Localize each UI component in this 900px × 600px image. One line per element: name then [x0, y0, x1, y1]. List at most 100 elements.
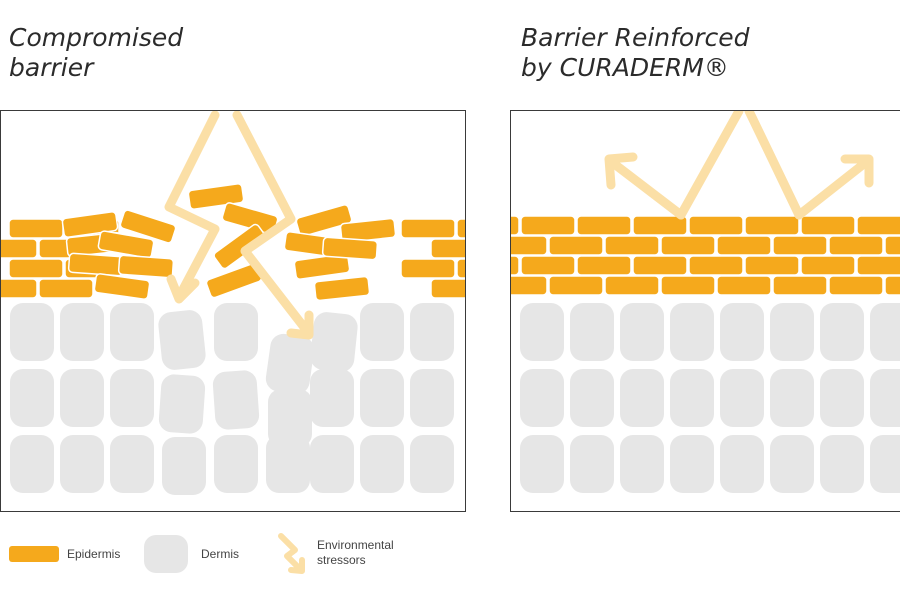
dermis-cell [265, 333, 315, 395]
epidermis-brick [856, 255, 900, 276]
epidermis-bricks [1, 183, 465, 302]
stressor-deflected-arrowhead-right [840, 154, 874, 188]
epidermis-bricks [511, 215, 900, 296]
dermis-cells [10, 303, 454, 495]
stressor-arrows [164, 111, 314, 340]
legend-epidermis: Epidermis [9, 545, 120, 563]
epidermis-brick [660, 275, 716, 296]
dermis-cell [520, 369, 564, 427]
dermis-cell [360, 303, 404, 361]
barrier-reinforced-title: Barrier Reinforced by CURADERM® [521, 23, 750, 83]
epidermis-brick [856, 215, 900, 236]
epidermis-brick [884, 235, 900, 256]
dermis-cell [720, 303, 764, 361]
legend-stressors: Environmental stressors [275, 532, 394, 574]
legend-stressors-line1: Environmental [317, 538, 394, 552]
dermis-cell [820, 435, 864, 493]
dermis-cell [870, 303, 900, 361]
dermis-cell [214, 303, 258, 361]
dermis-cell [620, 435, 664, 493]
epidermis-brick [800, 255, 856, 276]
epidermis-brick [119, 209, 177, 244]
dermis-cell [10, 369, 54, 427]
dermis-cell [110, 435, 154, 493]
dermis-cell [268, 389, 312, 447]
stressor-deflected-left [608, 158, 686, 220]
dermis-cells [520, 303, 900, 493]
epidermis-brick [744, 215, 800, 236]
dermis-cell [10, 303, 54, 361]
dermis-cell [620, 303, 664, 361]
compromised-barrier-title: Compromised barrier [9, 23, 183, 83]
dermis-cell [158, 374, 206, 434]
dermis-cell [520, 303, 564, 361]
epidermis-brick [117, 254, 175, 279]
stressor-arrowhead-right [286, 310, 314, 340]
dermis-cell [570, 435, 614, 493]
epidermis-brick [604, 275, 660, 296]
dermis-cell [870, 435, 900, 493]
epidermis-brick [67, 252, 125, 277]
stressor-arrow-right [232, 111, 312, 336]
epidermis-brick [400, 258, 456, 279]
dermis-cell [60, 435, 104, 493]
dermis-cell [870, 369, 900, 427]
dermis-cell [720, 369, 764, 427]
stressor-arrow-icon [278, 533, 305, 574]
dermis-cell [310, 435, 354, 493]
stressor-incoming-right [744, 111, 804, 220]
dermis-cell [310, 312, 358, 372]
title-right-line1: Barrier Reinforced [521, 23, 750, 52]
stressor-incoming-left [676, 111, 744, 220]
dermis-cell [570, 369, 614, 427]
compromised-barrier-panel [0, 110, 466, 512]
epidermis-brick [576, 255, 632, 276]
epidermis-brick [511, 255, 520, 276]
dermis-cell [820, 369, 864, 427]
dermis-cell [310, 369, 354, 427]
epidermis-brick [511, 215, 520, 236]
dermis-cell [720, 435, 764, 493]
stressor-arrows [604, 111, 874, 220]
dermis-cell [520, 435, 564, 493]
epidermis-brick [716, 235, 772, 256]
epidermis-brick [511, 235, 548, 256]
dermis-cell [212, 370, 260, 430]
epidermis-brick [430, 278, 465, 299]
epidermis-brick [548, 275, 604, 296]
epidermis-brick [688, 255, 744, 276]
title-left-line1: Compromised [9, 23, 184, 52]
epidermis-brick [456, 258, 465, 279]
dermis-cell [360, 369, 404, 427]
dermis-cell [770, 303, 814, 361]
title-right-line2: by CURADERM® [521, 53, 729, 82]
dermis-cell [410, 303, 454, 361]
epidermis-brick [688, 215, 744, 236]
epidermis-brick [1, 238, 38, 259]
epidermis-brick [456, 218, 465, 239]
epidermis-brick [576, 215, 632, 236]
dermis-cell [570, 303, 614, 361]
epidermis-brick [293, 253, 351, 280]
epidermis-brick [744, 255, 800, 276]
dermis-cell [820, 303, 864, 361]
epidermis-brick [1, 278, 38, 299]
legend-dermis-label: Dermis [201, 546, 239, 561]
stressor-deflected-arrowhead-left [604, 152, 638, 190]
epidermis-brick [8, 258, 64, 279]
dermis-cell [360, 435, 404, 493]
stressor-arrow-left [164, 111, 220, 302]
dermis-cell [266, 435, 310, 493]
epidermis-brick [632, 215, 688, 236]
dermis-cell [670, 369, 714, 427]
epidermis-brick [38, 278, 94, 299]
legend-stressors-label: Environmental stressors [317, 538, 394, 568]
epidermis-brick [93, 273, 151, 300]
epidermis-brick [295, 204, 353, 237]
epidermis-brick [884, 275, 900, 296]
dermis-cell [410, 369, 454, 427]
epidermis-brick [511, 275, 548, 296]
compromised-barrier-illustration [1, 111, 465, 495]
dermis-cell [770, 435, 814, 493]
epidermis-brick [97, 230, 155, 259]
